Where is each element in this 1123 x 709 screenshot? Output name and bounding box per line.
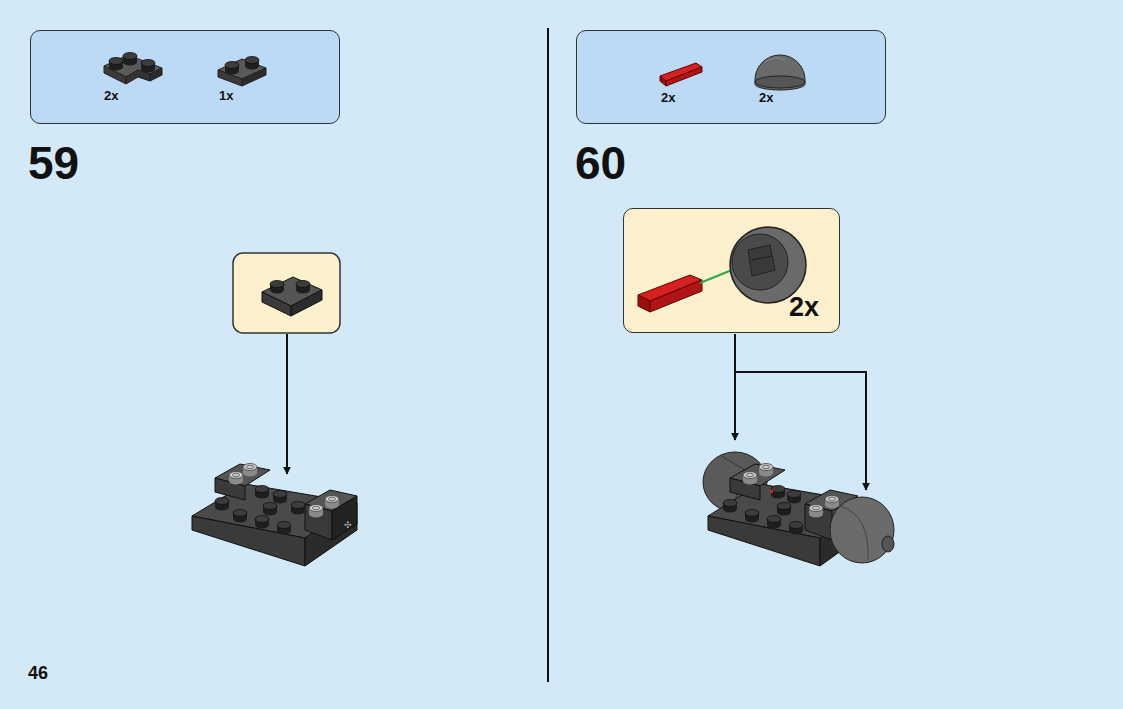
text-slot: 46 <box>28 664 48 682</box>
text-slot: 59 <box>28 140 79 186</box>
step-number: 60 <box>575 140 626 186</box>
placement-arrow <box>735 372 866 490</box>
text-slot: 2x <box>759 91 773 105</box>
page-number: 46 <box>28 664 48 682</box>
callout-box: 2x <box>623 208 840 333</box>
parts-box: 2x 2x <box>576 30 886 124</box>
text-slot: 2x <box>789 293 819 323</box>
quantity-label: 2x <box>104 89 118 103</box>
text-slot: 2x <box>661 91 675 105</box>
step-number: 59 <box>28 140 79 186</box>
text-slot: 1x <box>219 89 233 103</box>
divider <box>547 28 549 682</box>
callout-box <box>233 253 340 333</box>
text-slot: 60 <box>575 140 626 186</box>
quantity-label: 2x <box>759 91 773 105</box>
text-slot: 2x <box>104 89 118 103</box>
svg-text:✣: ✣ <box>344 520 352 530</box>
quantity-label: 1x <box>219 89 233 103</box>
plate-1x2 <box>262 277 322 316</box>
model-60 <box>703 452 894 566</box>
quantity-label: 2x <box>789 293 819 323</box>
model-59: ✣ <box>192 464 357 567</box>
placement-arrow <box>734 334 736 440</box>
parts-box: 2x 1x <box>30 30 340 124</box>
placement-arrow <box>286 334 288 474</box>
quantity-label: 2x <box>661 91 675 105</box>
